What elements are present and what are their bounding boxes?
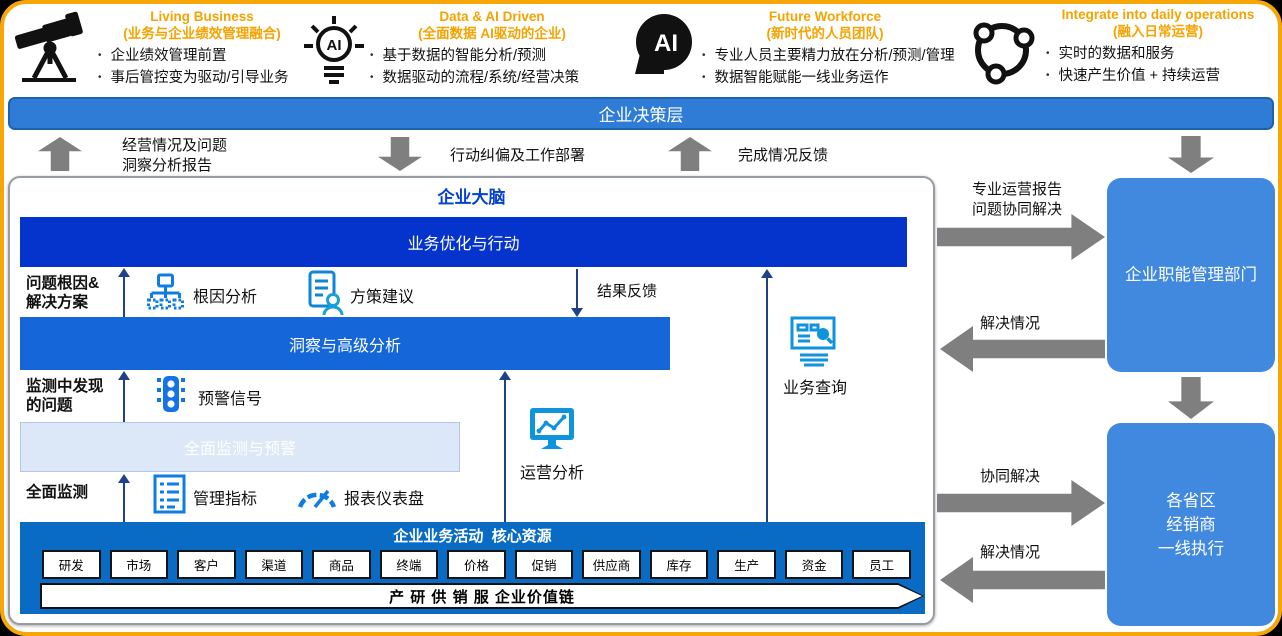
resource-cell: 生产 — [717, 550, 776, 579]
resource-cell: 价格 — [447, 550, 506, 579]
arrow-label-report: 专业运营报告 问题协同解决 — [971, 181, 1062, 218]
up-connector — [123, 379, 125, 422]
down-connector — [576, 269, 578, 309]
resource-cell: 促销 — [514, 550, 574, 579]
up-connector-head — [761, 269, 773, 278]
operations-analysis-label: 运营分析 — [519, 465, 584, 482]
svg-text:AI: AI — [654, 30, 678, 57]
feature-title: Living Business — [150, 9, 254, 24]
up-connector-head — [118, 268, 130, 277]
feature-title: Data & AI Driven — [439, 9, 545, 24]
root-cause-label: 根因分析 — [193, 289, 258, 306]
feature-bullet: 基于数据的智能分析/预测 — [368, 45, 616, 67]
policy-advice-label: 方策建议 — [350, 289, 415, 306]
up-connector-tall — [766, 277, 768, 522]
network-cycle-icon — [960, 10, 1044, 88]
svg-text:AI: AI — [327, 37, 342, 54]
resource-cell: 终端 — [379, 550, 439, 579]
value-chain-arrow: 产 研 供 销 服 企业价值链 — [40, 583, 924, 609]
up-connector-head — [499, 371, 511, 380]
resource-cell: 供应商 — [582, 550, 641, 579]
feature-subtitle: (全面数据 AI驱动的企业) — [418, 26, 566, 41]
warning-signal-label: 预警信号 — [198, 391, 263, 408]
resource-cell: 资金 — [784, 550, 844, 579]
dashboard-gauge-icon — [295, 478, 339, 515]
telescope-icon — [14, 6, 94, 88]
arrow-label-collab: 协同解决 — [980, 468, 1041, 485]
kpi-label: 管理指标 — [193, 491, 258, 508]
resource-cell: 客户 — [177, 550, 236, 579]
feature-bullet: 专业人员主要精力放在分析/预测/管理 — [700, 45, 955, 67]
bar-insight-analysis: 洞察与高级分析 — [20, 317, 670, 370]
down-connector-head — [571, 308, 583, 317]
feature-bullet: 事后管控变为驱动/引导业务 — [96, 67, 308, 89]
arrow-label-solved-exec: 解决情况 — [980, 544, 1041, 561]
label-found-issues: 监测中发现 的问题 — [26, 378, 104, 414]
label-root-cause-solution: 问题根因& 解决方案 — [26, 275, 100, 311]
warning-signal-icon — [152, 374, 190, 419]
result-feedback-label: 结果反馈 — [597, 283, 658, 300]
bar-business-optimization: 业务优化与行动 — [20, 217, 907, 267]
feature-bullet: 快速产生价值 + 持续运营 — [1044, 65, 1272, 87]
bar-full-monitoring-warning: 全面监测与预警 — [20, 422, 460, 472]
resource-cell: 渠道 — [244, 550, 304, 579]
operations-analysis-icon — [527, 404, 577, 459]
flow-label-report: 经营情况及问题 洞察分析报告 — [122, 137, 228, 174]
label-full-monitor: 全面监测 — [26, 484, 89, 501]
value-chain-arrow-fill — [42, 585, 922, 607]
feature-bullet: 数据驱动的流程/系统/经营决策 — [368, 67, 616, 89]
flow-label-deploy: 行动纠偏及工作部署 — [450, 147, 586, 164]
feature-subtitle: (新时代的人员团队) — [766, 26, 884, 41]
dept-management-box: 企业职能管理部门 — [1107, 178, 1275, 372]
feature-title: Integrate into daily operations — [1061, 7, 1255, 22]
policy-advice-icon — [306, 270, 344, 321]
feature-title: Future Workforce — [768, 9, 882, 24]
up-connector-head — [118, 474, 130, 483]
resource-cell: 员工 — [852, 550, 911, 579]
dashboard-label: 报表仪表盘 — [344, 491, 425, 508]
resource-cell: 库存 — [649, 550, 709, 579]
feature-bullet: 企业绩效管理前置 — [96, 45, 308, 67]
feature-bullet: 实时的数据和服务 — [1044, 43, 1272, 65]
feature-bullet: 数据智能赋能一线业务运作 — [700, 67, 950, 89]
up-connector — [123, 482, 125, 522]
business-query-label: 业务查询 — [782, 380, 847, 397]
up-connector-head — [118, 371, 130, 380]
business-activity-bar: 企业业务活动 核心资源 研发市场客户渠道商品终端价格促销供应商库存生产资金员工 … — [20, 522, 925, 614]
resource-cell: 研发 — [42, 550, 101, 579]
feature-subtitle: (融入日常运营) — [1113, 24, 1203, 39]
enterprise-brain-box: 企业大脑 业务优化与行动 问题根因& 解决方案 根因分析 — [8, 176, 935, 625]
ai-head-icon: AI — [626, 10, 696, 86]
resource-cell: 商品 — [312, 550, 371, 579]
feature-subtitle: (业务与企业绩效管理融合) — [123, 26, 281, 41]
kpi-list-icon — [153, 474, 186, 519]
ai-lightbulb-icon: AI — [302, 8, 366, 88]
arrow-label-solved-dept: 解决情况 — [980, 315, 1041, 332]
up-connector — [123, 276, 125, 317]
resource-cell: 市场 — [109, 550, 169, 579]
regional-execution-box: 各省区 经销商 一线执行 — [1107, 423, 1275, 626]
decision-layer-bar: 企业决策层 — [8, 97, 1274, 130]
business-query-icon — [788, 316, 840, 375]
root-cause-icon — [147, 273, 184, 318]
resource-cells: 研发市场客户渠道商品终端价格促销供应商库存生产资金员工 — [42, 550, 911, 579]
business-activity-title: 企业业务活动 核心资源 — [393, 528, 552, 545]
value-chain-label: 产 研 供 销 服 企业价值链 — [389, 588, 575, 606]
flow-label-feedback: 完成情况反馈 — [738, 147, 829, 164]
brain-title: 企业大脑 — [437, 188, 506, 207]
up-connector-long — [504, 379, 506, 522]
